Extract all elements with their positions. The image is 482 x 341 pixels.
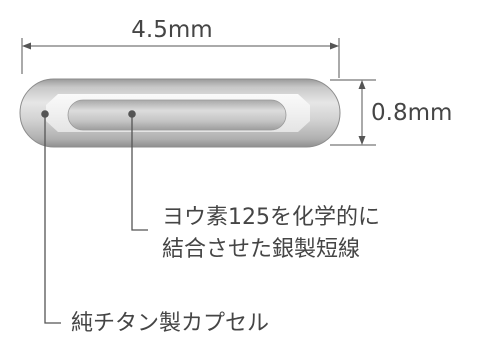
silver-wire: [67, 99, 287, 131]
wire-leader-line: [131, 114, 148, 231]
capsule-leader-line: [44, 114, 61, 324]
capsule-leader: [41, 110, 61, 324]
arrow-down-icon: [358, 136, 366, 145]
length-label: 4.5mm: [131, 17, 212, 43]
diameter-dimension: 0.8mm: [330, 79, 452, 146]
arrow-up-icon: [358, 80, 366, 89]
arrow-right-icon: [330, 42, 339, 50]
diameter-label: 0.8mm: [371, 100, 452, 126]
length-dimension: 4.5mm: [21, 17, 340, 78]
wire-label-line1: ヨウ素125を化学的に: [162, 205, 380, 230]
titanium-capsule: [19, 78, 341, 148]
wire-label-line2: 結合させた銀製短線: [162, 237, 360, 262]
arrow-left-icon: [22, 42, 31, 50]
wire-leader: [128, 110, 148, 231]
capsule-label: 純チタン製カプセル: [71, 311, 269, 336]
